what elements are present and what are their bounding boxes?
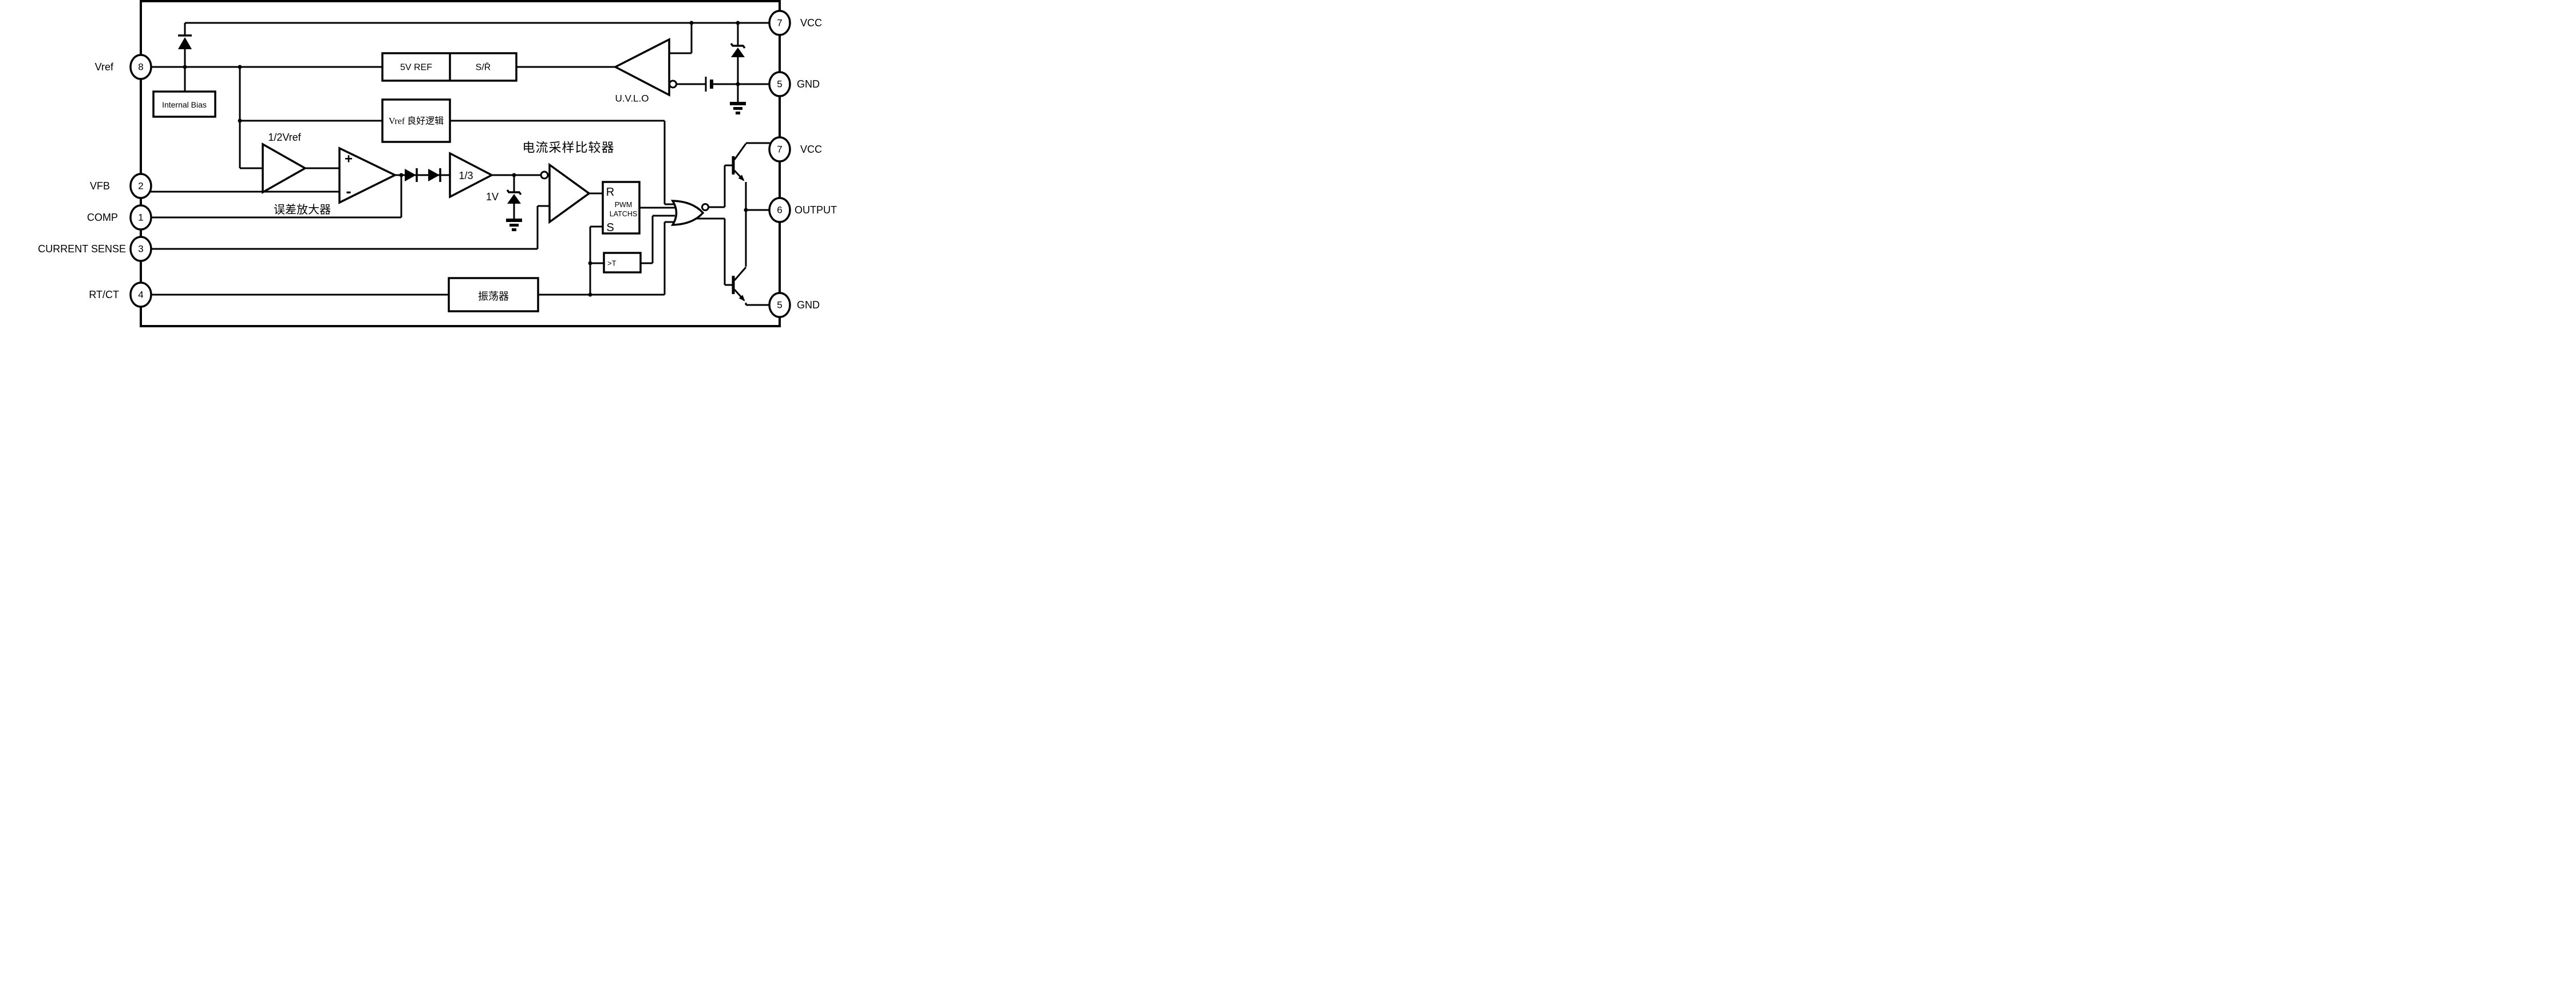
- pin-label-rtct: RT/CT: [89, 289, 119, 300]
- pin-6-output: [768, 197, 791, 223]
- t-flipflop-label: >T: [607, 259, 617, 268]
- uvlo-output-bubble-icon: [669, 80, 677, 89]
- pin-label-comp: COMP: [87, 212, 118, 223]
- half-vref-buffer: [262, 142, 307, 195]
- pin-label-current-sense: CURRENT SENSE: [38, 243, 126, 255]
- internal-bias-label: Internal Bias: [162, 100, 207, 109]
- q1-emitter-arrow: [733, 169, 745, 181]
- pin-number: 2: [138, 181, 143, 192]
- t-flipflop-box: [603, 252, 642, 273]
- pin-label-gnd-top: GND: [797, 78, 820, 90]
- pin-number: 7: [777, 144, 782, 155]
- pin-number: 5: [777, 300, 782, 311]
- pin-number: 4: [138, 290, 143, 300]
- wires: [149, 22, 771, 306]
- pins-right: 7 5 7 6 5 VCC GND VCC OUTPUT GND: [768, 10, 837, 318]
- uvlo-comparator: [613, 38, 670, 97]
- diode-icon: [405, 168, 418, 182]
- minus-input-icon: -: [346, 183, 351, 200]
- ground-icon: [730, 102, 746, 114]
- diode-icon: [178, 34, 192, 49]
- pwm-label: PWM: [615, 201, 633, 209]
- pin-label-vcc-top: VCC: [800, 17, 822, 29]
- pin-7-vcc-top: [768, 10, 791, 36]
- internal-bias-box: [152, 90, 216, 118]
- latchs-label: LATCHS: [610, 210, 637, 218]
- half-vref-label: 1/2Vref: [268, 132, 301, 143]
- pin-label-vref: Vref: [95, 61, 114, 73]
- pin-number: 7: [777, 18, 782, 29]
- latch-s-label: S: [606, 221, 614, 234]
- pin-7-vcc-output: [768, 136, 791, 162]
- vref-good-box: [381, 98, 451, 143]
- one-third-divider: [449, 152, 494, 199]
- zener-diode-icon: [506, 189, 522, 204]
- error-amp-label: 误差放大器: [274, 203, 331, 216]
- diode-icon: [428, 168, 441, 182]
- cs-comparator-label: 电流采样比较器: [522, 141, 614, 155]
- pin-number: 3: [138, 244, 143, 255]
- pwm-latch-box: [602, 181, 641, 235]
- pin-1-comp: [129, 204, 152, 231]
- wire-q2-collector: [733, 267, 747, 281]
- capacitor-icon: [705, 77, 713, 92]
- current-sense-comparator: [548, 162, 591, 224]
- amplifiers: [262, 38, 670, 224]
- nor-bubble-icon: [701, 203, 709, 211]
- pin-2-vfb: [129, 173, 152, 199]
- pin-label-vcc-out: VCC: [800, 144, 822, 155]
- vref-good-label: Vref 良好逻辑: [389, 116, 444, 126]
- blocks: [152, 52, 642, 312]
- ground-icon: [506, 219, 522, 231]
- error-amplifier: [338, 146, 397, 204]
- pwm-controller-block-diagram: 8 2 1 3 4 Vref VFB COMP CURRENT SENSE RT…: [38, 0, 837, 327]
- pin-number: 5: [777, 79, 782, 90]
- pin-label-output: OUTPUT: [795, 204, 837, 216]
- latch-r-label: R: [606, 186, 614, 199]
- plus-input-icon: +: [345, 152, 353, 167]
- wire-q1-collector: [733, 143, 747, 160]
- block-diagram-canvas: 8 2 1 3 4 Vref VFB COMP CURRENT SENSE RT…: [0, 0, 859, 329]
- pin-label-gnd-bottom: GND: [797, 299, 820, 311]
- oscillator-label: 振荡器: [478, 291, 509, 302]
- ref-5v-label: 5V REF: [400, 63, 432, 73]
- pins-left: 8 2 1 3 4 Vref VFB COMP CURRENT SENSE RT…: [38, 54, 152, 308]
- pin-number: 6: [777, 205, 782, 216]
- chip-outline: [140, 0, 781, 327]
- pin-label-vfb: VFB: [90, 180, 110, 192]
- nor-gate-icon: [670, 200, 705, 226]
- pin-4-rtct: [129, 282, 152, 308]
- zener-diode-icon: [730, 42, 746, 57]
- pin-5-gnd-top: [768, 71, 791, 97]
- pin-5-gnd-bottom: [768, 292, 791, 318]
- one-volt-label: 1V: [486, 191, 499, 203]
- pin-number: 1: [138, 212, 143, 223]
- junction-dots: [183, 21, 748, 297]
- one-third-label: 1/3: [459, 170, 473, 181]
- pin-3-current-sense: [129, 236, 152, 262]
- pin-number: 8: [138, 62, 143, 73]
- oscillator-box: [448, 277, 539, 312]
- comparator-input-bubble-icon: [540, 171, 549, 180]
- pin-8-vref: [129, 54, 152, 80]
- q2-emitter-arrow: [733, 288, 745, 302]
- uvlo-label: U.V.L.O: [615, 93, 649, 104]
- sr-label: S/R̄: [476, 62, 491, 72]
